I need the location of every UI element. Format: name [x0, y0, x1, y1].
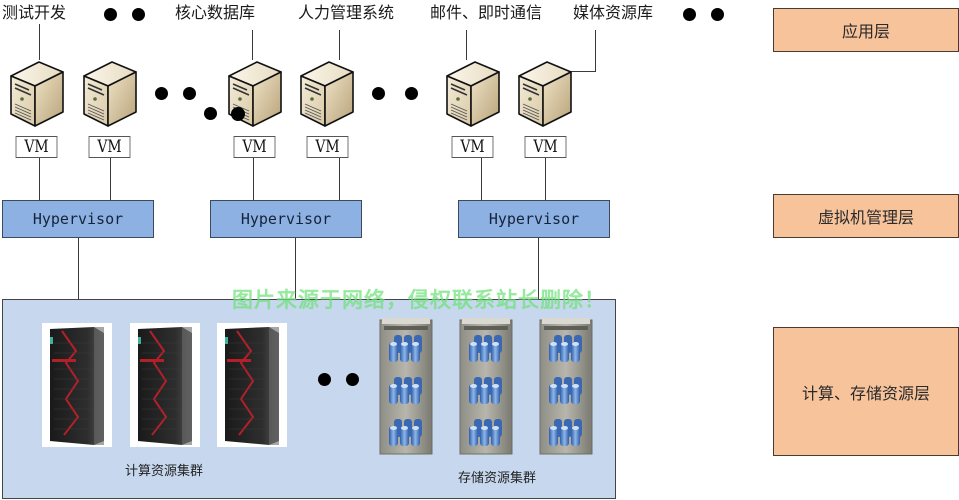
storage-array-icon [458, 316, 514, 456]
app-label-mail-im: 邮件、即时通信 [430, 3, 543, 22]
compute-server-rack-icon [130, 323, 200, 447]
ellipsis-dot [155, 87, 168, 100]
connector-line [252, 30, 253, 60]
layer-application: 应用层 [773, 8, 959, 52]
connector-line [253, 158, 254, 200]
vm-box: VM [15, 136, 58, 158]
ellipsis-dot [318, 373, 331, 386]
storage-array-icon [378, 316, 434, 456]
connector-line [39, 158, 40, 200]
app-label-media-library: 媒体资源库 [573, 3, 654, 22]
connector-line [595, 30, 596, 72]
connector-line [39, 24, 40, 60]
app-label-core-database: 核心数据库 [175, 3, 256, 22]
watermark-text: 图片来源于网络，侵权联系站长删除！ [232, 288, 606, 312]
connector-line [545, 158, 546, 200]
app-label-test-dev: 测试开发 [2, 3, 67, 22]
layer-virtualization: 虚拟机管理层 [773, 194, 959, 238]
hypervisor-box: Hypervisor [210, 200, 362, 238]
ellipsis-dot [231, 107, 245, 121]
vm-box: VM [233, 136, 276, 158]
storage-array-icon [538, 316, 594, 456]
ellipsis-dot [346, 373, 359, 386]
ellipsis-dot [372, 87, 385, 100]
ellipsis-dot [405, 87, 418, 100]
vm-box: VM [306, 136, 349, 158]
layer-application-label: 应用层 [841, 22, 890, 41]
vm-box: VM [88, 136, 131, 158]
connector-line [481, 158, 482, 200]
compute-cluster-label: 计算资源集群 [125, 464, 204, 479]
connector-line [339, 30, 340, 60]
compute-server-rack-icon [42, 323, 112, 447]
layer-virtualization-label: 虚拟机管理层 [817, 208, 914, 227]
app-label-hr-system: 人力管理系统 [298, 3, 395, 22]
vm-box: VM [524, 136, 567, 158]
ellipsis-dot [104, 8, 117, 21]
connector-line [78, 238, 79, 299]
server-icon [300, 61, 354, 127]
layer-resource-label: 计算、存储资源层 [801, 383, 930, 403]
connector-line [295, 238, 296, 299]
ellipsis-dot [132, 8, 145, 21]
hypervisor-box: Hypervisor [458, 200, 610, 238]
server-icon [83, 61, 137, 127]
ellipsis-dot [683, 8, 696, 21]
server-icon [518, 61, 572, 127]
layer-resource: 计算、存储资源层 [773, 327, 959, 456]
hypervisor-box: Hypervisor [2, 200, 154, 238]
storage-cluster-label: 存储资源集群 [458, 471, 537, 486]
ellipsis-dot [204, 107, 217, 120]
server-icon [446, 61, 500, 127]
connector-line [538, 238, 539, 299]
connector-line [571, 71, 596, 72]
connector-line [110, 158, 111, 200]
vm-box: VM [451, 136, 494, 158]
ellipsis-dot [183, 87, 196, 100]
connector-line [466, 30, 467, 60]
connector-line [339, 158, 340, 200]
compute-server-rack-icon [217, 323, 287, 447]
server-icon [10, 61, 64, 127]
ellipsis-dot [711, 8, 724, 21]
